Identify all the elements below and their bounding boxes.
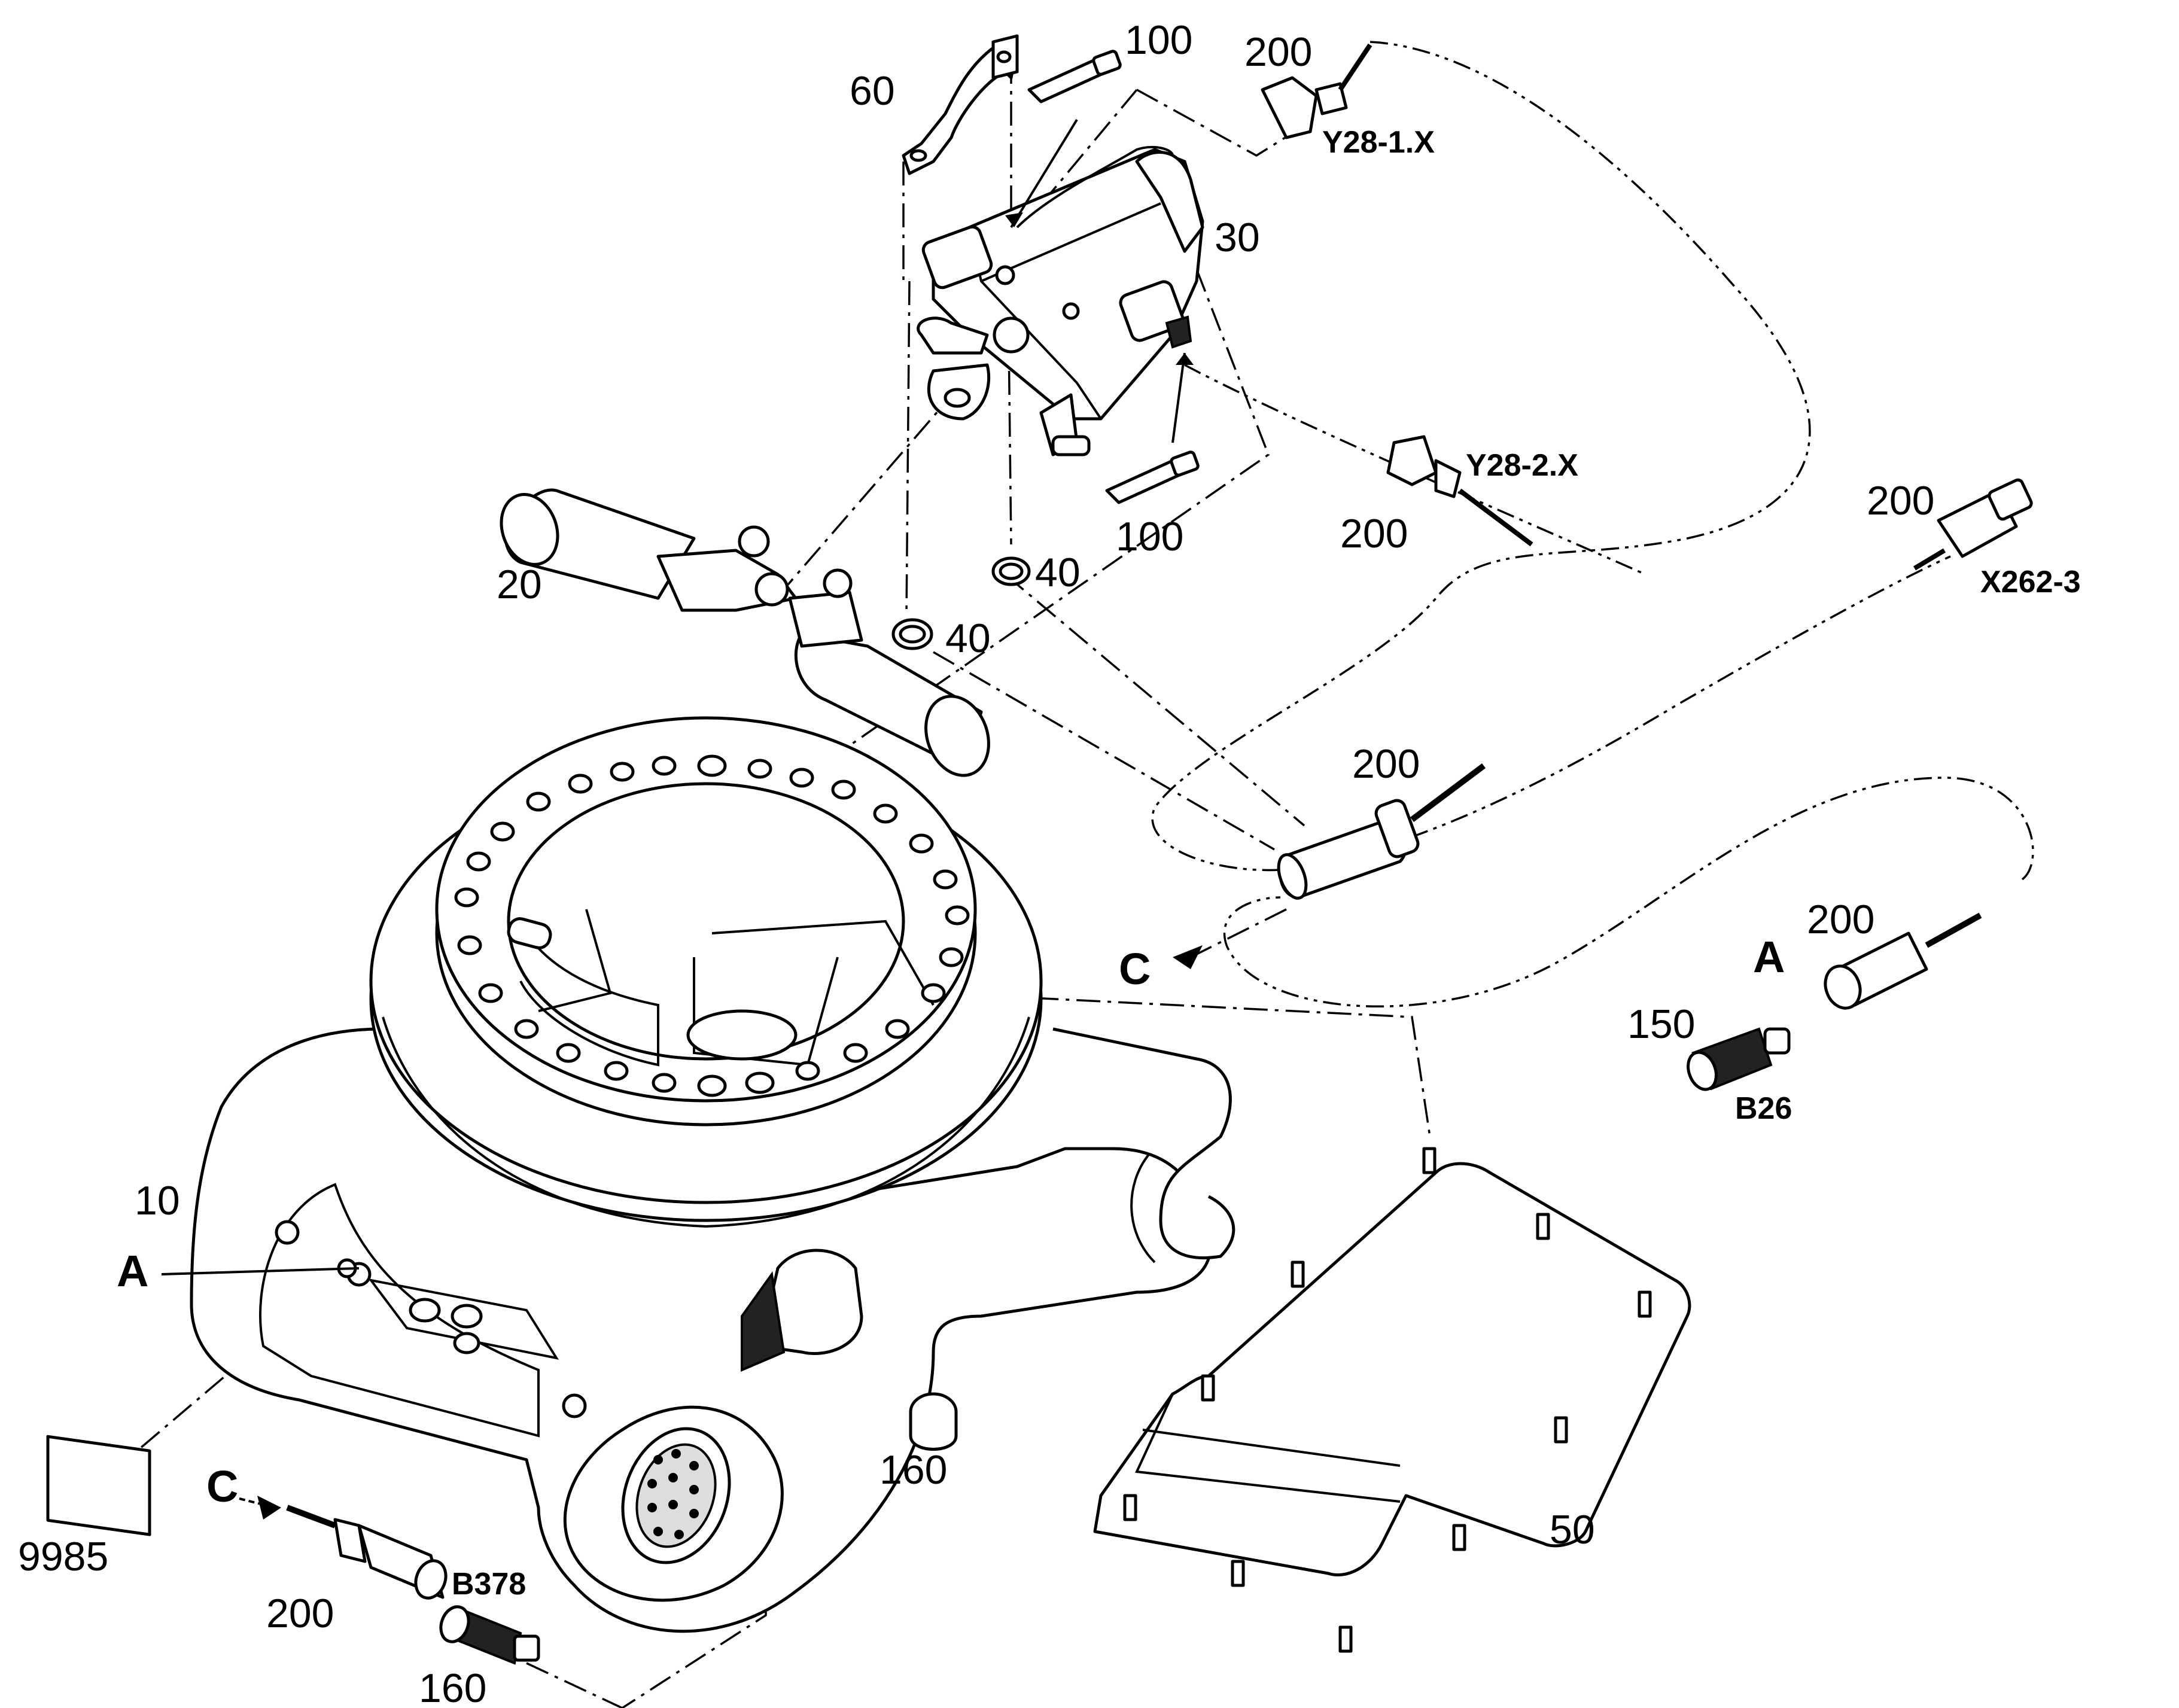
callout-30: 30 — [1215, 215, 1260, 260]
designation-x262-3: X262-3 — [1980, 565, 2081, 599]
reference-letters: A A C C — [117, 932, 1785, 1511]
callout-200-top: 200 — [1244, 29, 1312, 75]
label-card-part-9985 — [46, 1435, 151, 1536]
sensor-cable-200-middle — [1277, 763, 1486, 900]
clamp-part-40-left — [891, 618, 933, 650]
cap-part-160-bottom — [439, 1605, 540, 1665]
sensor-cable-200-bottom — [286, 1505, 448, 1600]
designation-b378: B378 — [452, 1567, 526, 1602]
callout-100-top: 100 — [1125, 17, 1192, 63]
valve-block-part-30 — [917, 145, 1204, 456]
callout-100-bottom: 100 — [1116, 514, 1183, 559]
cover-studs — [1123, 1147, 1652, 1653]
designation-labels: Y28-1.X Y28-2.X X262-3 B26 B378 — [452, 125, 2081, 1602]
callout-9985: 9985 — [18, 1534, 108, 1579]
reference-c-top: C — [1119, 944, 1151, 994]
designation-y28-2: Y28-2.X — [1466, 448, 1578, 483]
reference-a-side: A — [117, 1246, 148, 1296]
callout-200-right: 200 — [1807, 897, 1874, 942]
callout-50: 50 — [1550, 1507, 1595, 1552]
bracket-part-60 — [902, 34, 1019, 175]
frame-part-10 — [190, 716, 1235, 1633]
sensor-b26-part-150 — [1687, 1027, 1791, 1091]
reference-a-top: A — [1753, 932, 1785, 982]
callout-160-right: 160 — [879, 1447, 947, 1493]
callout-200-y28-2: 200 — [1340, 511, 1408, 556]
sensor-cable-200-right — [1824, 912, 1982, 1010]
connector-x262-3 — [1913, 478, 2033, 571]
ring-bolt-holes — [454, 754, 970, 1097]
callout-160-bottom: 160 — [419, 1666, 486, 1708]
designation-b26: B26 — [1735, 1091, 1792, 1126]
connector-y28-2 — [1386, 435, 1533, 547]
callout-150: 150 — [1627, 1001, 1695, 1047]
callout-60: 60 — [850, 68, 895, 114]
callout-200-bottom: 200 — [266, 1591, 334, 1636]
clamp-part-40-right — [991, 556, 1031, 586]
callout-200-x262: 200 — [1867, 478, 1934, 523]
designation-y28-1: Y28-1.X — [1322, 125, 1435, 160]
callout-20: 20 — [497, 562, 542, 607]
cap-part-160-right — [909, 1392, 958, 1451]
callout-40-right: 40 — [1035, 550, 1081, 595]
cylinder-part-20 — [500, 488, 990, 777]
plug-part-100-top — [1027, 50, 1122, 103]
callout-10: 10 — [135, 1178, 180, 1223]
cover-plate-part-50 — [1093, 1147, 1691, 1653]
reference-c-bottom: C — [206, 1462, 238, 1511]
connector-y28-1 — [1261, 43, 1372, 139]
callout-labels: 10 20 30 40 40 50 60 100 100 150 160 160… — [18, 17, 1934, 1708]
callout-40-left: 40 — [945, 616, 991, 661]
plug-part-100-bottom — [1105, 450, 1200, 504]
callout-200-middle: 200 — [1352, 741, 1420, 787]
